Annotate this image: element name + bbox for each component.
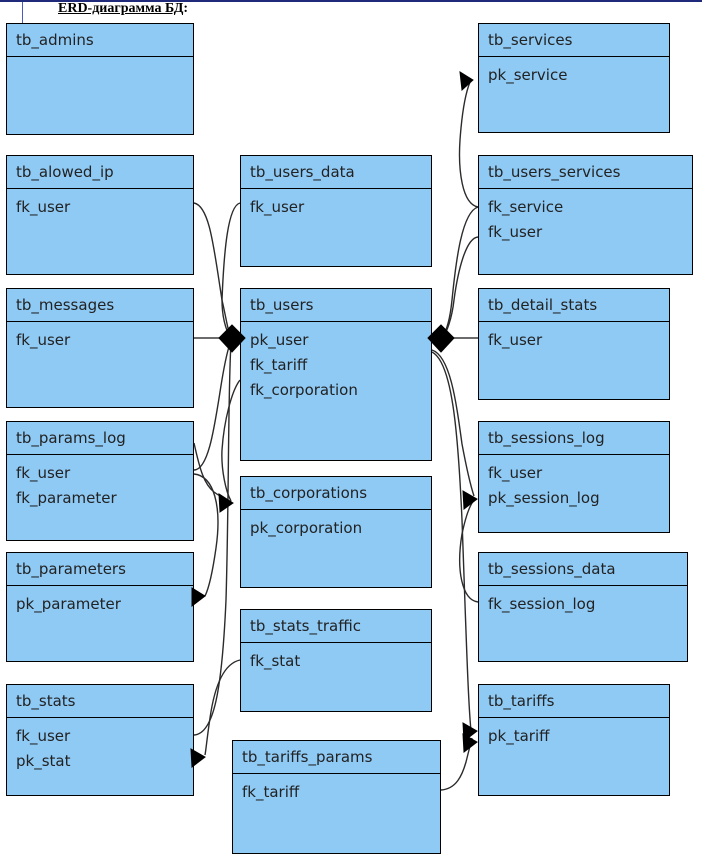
link-params-log-users (193, 340, 232, 471)
entity-attribute: fk_user (16, 331, 71, 349)
entity-attribute: pk_user (250, 331, 309, 349)
entity-tb_sessions_log[interactable]: tb_sessions_log fk_user pk_session_log (478, 421, 670, 533)
entity-tb_services[interactable]: tb_services pk_service (478, 23, 670, 133)
entity-attributes: pk_parameter (7, 586, 193, 617)
link-users-data-users (221, 202, 241, 340)
entity-tb_admins[interactable]: tb_admins (6, 23, 194, 135)
entity-tb_tariffs[interactable]: tb_tariffs pk_tariff (478, 684, 670, 796)
entity-title: tb_sessions_log (479, 422, 669, 455)
entity-attributes: fk_user pk_session_log (479, 455, 669, 511)
entity-attribute: fk_service (488, 198, 564, 216)
entity-title: tb_admins (7, 24, 193, 57)
entity-tb_stats_traffic[interactable]: tb_stats_traffic fk_stat (240, 609, 432, 712)
entity-attribute: pk_tariff (488, 727, 550, 745)
page-title-text: ERD-диаграмма БД (58, 1, 184, 16)
entity-attribute: fk_stat (250, 652, 301, 670)
link-stats-users (193, 342, 232, 736)
entity-attributes: fk_stat (241, 643, 431, 674)
entity-attribute: pk_session_log (488, 489, 600, 507)
link-params-log-parameters (193, 473, 219, 597)
page-rule-top (0, 0, 702, 2)
entity-tb_users_data[interactable]: tb_users_data fk_user (240, 155, 432, 267)
entity-attributes: fk_session_log (479, 586, 687, 617)
entity-attribute: fk_corporation (250, 381, 358, 399)
entity-title: tb_detail_stats (479, 289, 669, 322)
entity-title: tb_sessions_data (479, 553, 687, 586)
entity-attribute: fk_user (488, 223, 543, 241)
link-users-tariffs (431, 351, 472, 732)
entity-tb_users_services[interactable]: tb_users_services fk_service fk_user (478, 155, 693, 275)
entity-title: tb_users_services (479, 156, 692, 189)
entity-attributes: pk_service (479, 57, 669, 88)
page-title-suffix: : (183, 1, 189, 16)
entity-attribute: fk_user (488, 331, 543, 349)
entity-attribute: fk_user (250, 198, 305, 216)
entity-tb_detail_stats[interactable]: tb_detail_stats fk_user (478, 288, 670, 400)
entity-attributes: fk_user (241, 189, 431, 220)
link-users-corporations-b (221, 379, 241, 502)
entity-title: tb_tariffs_params (233, 741, 440, 774)
entity-title: tb_stats (7, 685, 193, 718)
entity-attribute: fk_user (16, 727, 71, 745)
entity-title: tb_services (479, 24, 669, 57)
entity-tb_tariffs_params[interactable]: tb_tariffs_params fk_tariff (232, 740, 441, 854)
entity-attribute: pk_parameter (16, 595, 121, 613)
arrow-marker-services (459, 71, 474, 92)
entity-attributes: fk_service fk_user (479, 189, 692, 245)
entity-title: tb_params_log (7, 422, 193, 455)
entity-attributes: fk_user fk_parameter (7, 455, 193, 511)
entity-attribute: fk_user (488, 464, 543, 482)
arrow-marker-corporations (218, 493, 234, 513)
arrow-marker-tariffs-b (462, 733, 478, 753)
entity-title: tb_users (241, 289, 431, 322)
arrow-marker-stats (190, 748, 206, 768)
entity-attribute: fk_user (16, 464, 71, 482)
entity-tb_users[interactable]: tb_users pk_user fk_tariff fk_corporation (240, 288, 432, 461)
entity-title: tb_messages (7, 289, 193, 322)
entity-attribute: pk_service (488, 66, 568, 84)
entity-attribute: pk_stat (16, 752, 71, 770)
link-users-services-services (458, 81, 479, 208)
arrow-marker-parameters (191, 587, 206, 608)
entity-attribute: fk_user (16, 198, 71, 216)
entity-attributes: fk_user (7, 189, 193, 220)
entity-attributes: pk_tariff (479, 718, 669, 749)
entity-title: tb_parameters (7, 553, 193, 586)
entity-attribute: pk_corporation (250, 519, 363, 537)
entity-attributes: fk_user pk_stat (7, 718, 193, 774)
entity-title: tb_corporations (241, 477, 431, 510)
entity-tb_parameters[interactable]: tb_parameters pk_parameter (6, 552, 194, 662)
entity-title: tb_users_data (241, 156, 431, 189)
entity-attribute: fk_tariff (250, 356, 308, 374)
entity-tb_params_log[interactable]: tb_params_log fk_user fk_parameter (6, 421, 194, 541)
entity-attribute: fk_tariff (242, 783, 300, 801)
entity-tb_sessions_data[interactable]: tb_sessions_data fk_session_log (478, 552, 688, 662)
diamond-marker-users-left (218, 324, 246, 353)
link-stats-traffic-stats (204, 659, 241, 756)
entity-attribute: fk_parameter (16, 489, 117, 507)
entity-attributes: pk_corporation (241, 510, 431, 541)
entity-attributes: fk_tariff (233, 774, 440, 805)
entity-attributes: fk_user (7, 322, 193, 353)
entity-tb_alowed_ip[interactable]: tb_alowed_ip fk_user (6, 155, 194, 275)
entity-attributes: pk_user fk_tariff fk_corporation (241, 322, 431, 403)
arrow-marker-sessions-log (462, 490, 478, 510)
entity-title: tb_stats_traffic (241, 610, 431, 643)
entity-title: tb_alowed_ip (7, 156, 193, 189)
entity-attribute: fk_session_log (488, 595, 596, 613)
page-rule-left (22, 2, 23, 26)
entity-attributes: fk_user (479, 322, 669, 353)
entity-title: tb_tariffs (479, 685, 669, 718)
link-users-services-users (441, 206, 479, 339)
page-title: ERD-диаграмма БД: (58, 1, 188, 17)
diamond-marker-users-right (427, 324, 455, 353)
entity-tb_messages[interactable]: tb_messages fk_user (6, 288, 194, 408)
entity-tb_stats[interactable]: tb_stats fk_user pk_stat (6, 684, 194, 796)
link-users-sessions-log (431, 349, 475, 497)
entity-tb_corporations[interactable]: tb_corporations pk_corporation (240, 476, 432, 588)
